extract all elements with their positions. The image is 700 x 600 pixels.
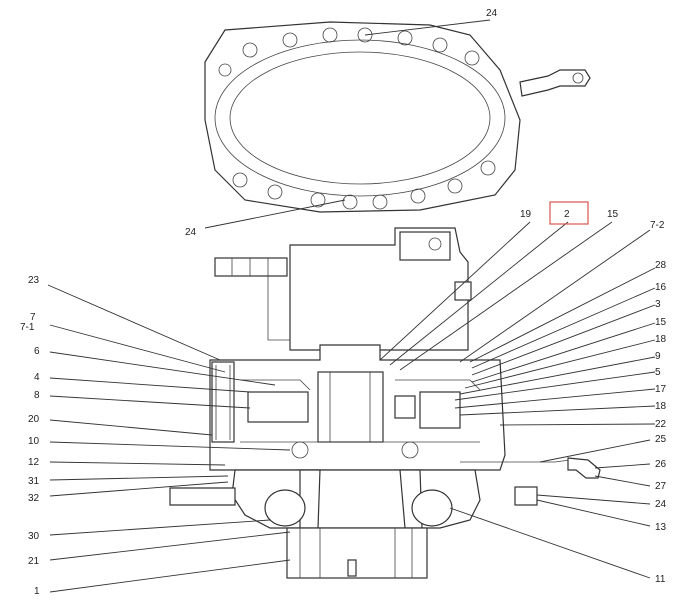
- callout-18-upper: 18: [655, 334, 667, 345]
- callout-16: 16: [655, 282, 667, 293]
- callout-19: 19: [520, 209, 532, 220]
- callout-18-lower: 18: [655, 401, 667, 412]
- callout-23: 23: [28, 275, 40, 286]
- callout-17: 17: [655, 384, 667, 395]
- motor-housing: [214, 227, 472, 351]
- callout-4: 4: [34, 372, 40, 383]
- callout-26: 26: [655, 459, 667, 470]
- callout-24-bottom: 24: [185, 227, 197, 238]
- callout-15-right: 15: [655, 317, 667, 328]
- callout-6: 6: [34, 346, 40, 357]
- callout-7-1: 7-1: [20, 322, 35, 333]
- callout-21: 21: [28, 556, 40, 567]
- top-flange: [204, 21, 591, 213]
- callout-31: 31: [28, 476, 40, 487]
- callout-7: 7: [30, 312, 36, 323]
- callout-28: 28: [655, 260, 667, 271]
- callout-labels: 24 24 19 2 15 7-2 23 28 16 7 7-1 3 15 18…: [20, 8, 667, 597]
- leader-lines: [47, 19, 656, 593]
- callout-3: 3: [655, 299, 661, 310]
- callout-13: 13: [655, 522, 667, 533]
- callout-30: 30: [28, 531, 40, 542]
- callout-12: 12: [28, 457, 40, 468]
- callout-20: 20: [28, 414, 40, 425]
- output-shaft: [286, 527, 428, 579]
- callout-7-2: 7-2: [650, 220, 665, 231]
- callout-15-top: 15: [607, 209, 619, 220]
- callout-32: 32: [28, 493, 40, 504]
- callout-5: 5: [655, 367, 661, 378]
- callout-24-top: 24: [486, 8, 498, 19]
- callout-10: 10: [28, 436, 40, 447]
- callout-27: 27: [655, 481, 667, 492]
- callout-8: 8: [34, 390, 40, 401]
- callout-highlight-box: [549, 201, 589, 225]
- callout-1: 1: [34, 586, 40, 597]
- callout-9: 9: [655, 351, 661, 362]
- callout-11: 11: [655, 574, 666, 585]
- callout-22: 22: [655, 419, 667, 430]
- callout-24-right: 24: [655, 499, 667, 510]
- callout-2: 2: [564, 209, 570, 220]
- pinion-housing: [169, 457, 601, 529]
- callout-25: 25: [655, 434, 667, 445]
- gear-case: [209, 344, 506, 471]
- flange-bolt-holes: [218, 27, 496, 210]
